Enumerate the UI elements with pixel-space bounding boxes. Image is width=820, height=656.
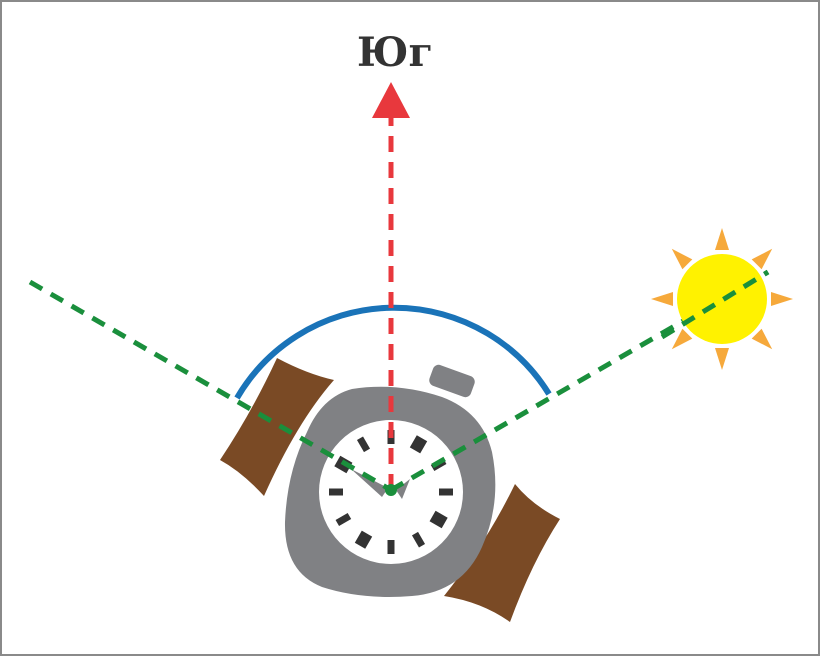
sun-ray	[715, 228, 729, 250]
watch-button	[429, 364, 475, 398]
sun-line-overlay	[660, 269, 770, 340]
hour-tick	[409, 435, 428, 454]
hour-hand-line	[28, 279, 393, 493]
south-label: Юг	[357, 29, 433, 76]
sun-ray	[671, 248, 693, 270]
watch-strap-lower	[444, 484, 560, 622]
hour-hand-left	[351, 469, 388, 497]
sun-ray	[751, 248, 773, 270]
sun-ray	[751, 328, 773, 350]
hour-tick	[387, 540, 395, 554]
watch-strap-upper	[220, 358, 334, 496]
dial-center	[385, 484, 397, 496]
hour-tick	[429, 510, 448, 529]
hour-tick	[439, 488, 453, 496]
sun-ray	[715, 348, 729, 370]
sun-ray	[651, 292, 673, 306]
hour-tick	[354, 530, 373, 549]
hour-hand-right	[396, 479, 410, 499]
south-arrow-head	[372, 82, 410, 118]
hour-tick	[329, 488, 343, 496]
hour-tick	[411, 531, 426, 548]
sun-ray	[771, 292, 793, 306]
sun-ray	[671, 328, 693, 350]
hour-tick	[335, 512, 352, 527]
sun-icon	[651, 228, 793, 370]
hour-tick	[356, 436, 371, 453]
